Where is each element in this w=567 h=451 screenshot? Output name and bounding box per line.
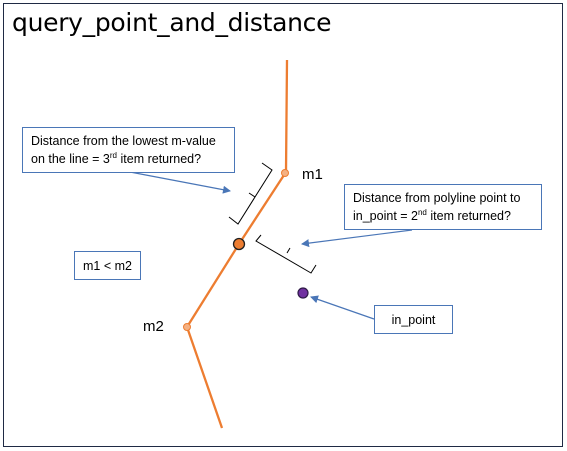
callout-text: on the line = 3 [31,152,110,166]
callout-comparison: m1 < m2 [74,251,141,280]
callout-in-point: in_point [374,305,453,334]
callout-polyline-point-line1: Distance from polyline point to [353,191,521,205]
label-m2: m2 [143,318,164,335]
polyline-point [232,237,246,251]
in-point [297,287,309,299]
brace-to-in-point [255,234,317,274]
page-title: query_point_and_distance [12,8,332,37]
callout-superscript: nd [417,207,427,217]
callout-lowest-mvalue: Distance from the lowest m-value on the … [22,127,235,173]
brace-along-line [228,162,273,225]
callout-polyline-point: Distance from polyline point to in_point… [344,184,542,230]
arrow-polyline-point [301,229,413,248]
callout-lowest-mvalue-line1: Distance from the lowest m-value [31,134,216,148]
arrow-in-point [310,295,375,320]
callout-superscript: rd [109,150,118,160]
callout-text: item returned? [117,152,202,166]
callout-lowest-mvalue-line2: on the line = 3rd item returned? [31,150,226,168]
callout-polyline-point-line2: in_point = 2nd item returned? [353,207,533,225]
m1-point [281,169,289,177]
label-m1: m1 [302,166,323,183]
arrow-lowest-mvalue [129,171,231,194]
m2-point [183,323,191,331]
callout-text: item returned? [426,209,511,223]
callout-text: in_point = 2 [353,209,418,223]
